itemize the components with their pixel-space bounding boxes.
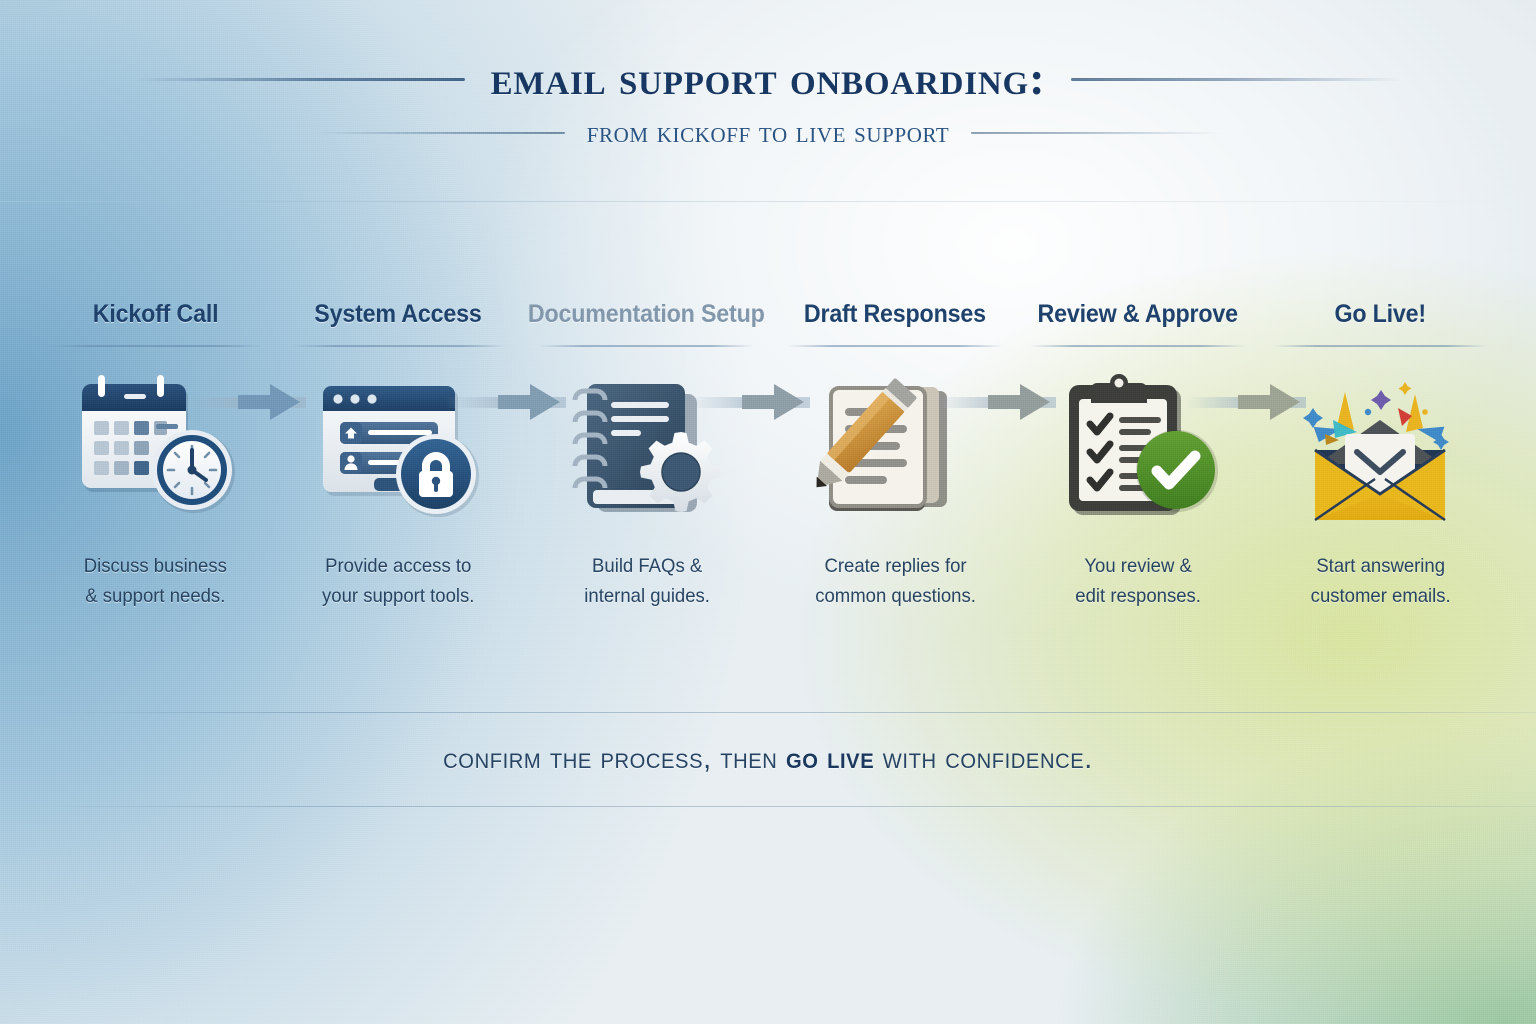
process-steps: Kickoff Call [34,300,1502,611]
step-draft-responses[interactable]: Draft Responses [774,300,1017,611]
divider-top [0,201,1536,202]
title-block: Email Support Onboarding: From Kickoff t… [0,52,1536,150]
arrow-4 [936,382,1056,422]
step-caption: Discuss business & support needs. [83,555,227,608]
calendar-clock-icon [68,369,243,529]
step-label: Review & Approve [1037,300,1239,328]
step-underline [787,345,1003,347]
subtitle-rule-left [314,132,565,134]
divider-above-footer [55,712,1536,713]
footer-emphasis: Go Live [786,742,875,775]
footer-text-after: with confidence. [874,742,1093,775]
step-caption: Start answering customer emails. [1310,555,1451,608]
subtitle-row: From Kickoff to Live Support [0,116,1536,150]
step-caption: Provide access to your support tools. [321,555,475,608]
title-rule-right [1071,77,1402,81]
clipboard-check-icon [1050,369,1225,529]
step-label: Documentation Setup [528,300,766,328]
step-underline [290,345,506,347]
arrow-3 [690,382,810,422]
step-caption: Build FAQs & internal guides. [583,555,710,608]
page-title: Email Support Onboarding: [490,53,1046,105]
step-caption: You review & edit responses. [1075,555,1201,608]
step-underline [1273,345,1489,347]
step-review-approve[interactable]: Review & Approve [1017,300,1260,611]
title-rule-left [134,77,465,81]
step-underline [539,345,755,347]
title-row: Email Support Onboarding: [0,52,1536,106]
footer-callout: Confirm the process, then Go Live with c… [31,742,1506,776]
step-label: Kickoff Call [92,300,219,328]
step-caption: Create replies for common questions. [814,555,976,608]
arrow-5 [1186,382,1306,422]
step-label: System Access [314,300,482,328]
browser-lock-icon [311,369,486,529]
step-label: Draft Responses [804,300,987,328]
step-kickoff-call[interactable]: Kickoff Call [34,300,277,611]
step-underline [1030,345,1246,347]
footer-text-before: Confirm the process, then [443,742,787,775]
document-pencil-icon [808,369,983,529]
step-documentation-setup[interactable]: Documentation Setup [519,300,774,611]
step-underline [47,345,263,347]
subtitle-rule-right [971,132,1222,134]
step-system-access[interactable]: System Access [277,300,520,611]
page-subtitle: From Kickoff to Live Support [586,116,950,149]
envelope-confetti-icon [1293,369,1468,529]
step-go-live[interactable]: Go Live! [1259,300,1502,611]
step-label: Go Live! [1334,300,1427,328]
notebook-gear-icon [559,369,734,529]
divider-below-footer [55,806,1536,807]
arrow-2 [446,382,566,422]
arrow-1 [186,382,306,422]
